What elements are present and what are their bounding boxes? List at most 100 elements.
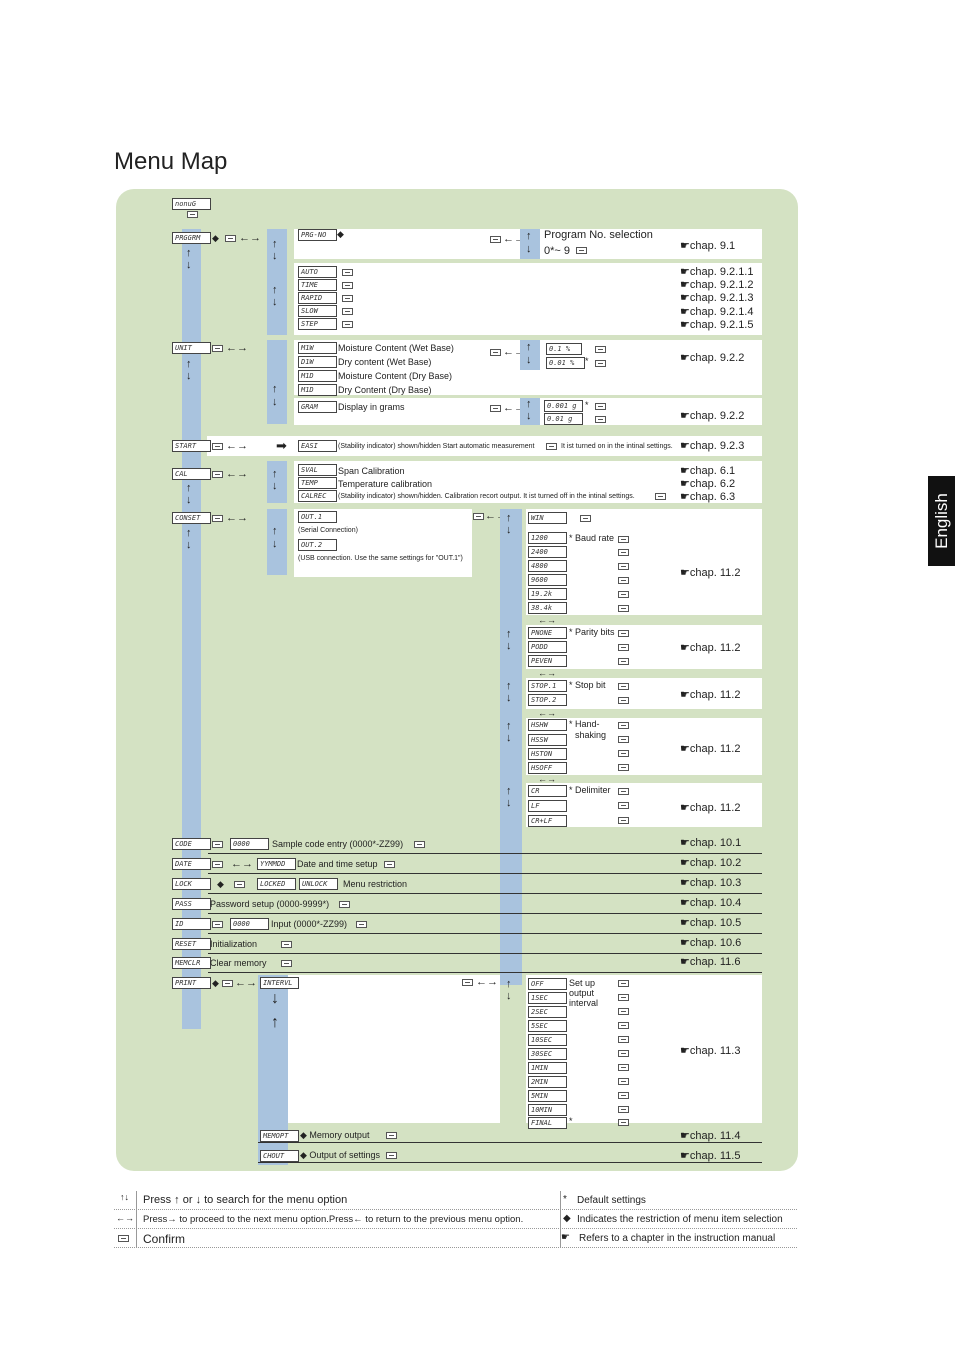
grams-label: Display in grams bbox=[338, 402, 405, 412]
enter-key-icon bbox=[118, 1235, 129, 1242]
cal-subcolumn bbox=[267, 461, 287, 503]
down-arrow-icon: ↓ bbox=[272, 296, 278, 308]
row-separator bbox=[208, 853, 762, 854]
chap-ref: ☛chap. 9.2.1.4 bbox=[680, 306, 754, 318]
lcd-crlf: CR+LF bbox=[528, 815, 567, 827]
enter-key-icon bbox=[595, 360, 606, 367]
lcd-lf: LF bbox=[528, 800, 567, 812]
up-arrow-icon: ↑ bbox=[186, 358, 192, 370]
down-arrow-icon: ↓ bbox=[272, 396, 278, 408]
lcd-pnone: PNONE bbox=[528, 627, 567, 639]
enter-key-icon bbox=[618, 1078, 629, 1085]
datetime-label: Date and time setup bbox=[297, 859, 378, 869]
enter-key-icon bbox=[212, 841, 223, 848]
chap-ref: ☛chap. 11.2 bbox=[680, 689, 741, 701]
down-arrow-icon: ↓ bbox=[272, 538, 278, 550]
dry-wet-label: Dry content (Wet Base) bbox=[338, 357, 432, 367]
lcd-lock: LOCK bbox=[172, 878, 211, 890]
enter-key-icon bbox=[386, 1152, 397, 1159]
lcd-g0001: 0.001 g bbox=[544, 400, 583, 412]
enter-key-icon bbox=[490, 405, 501, 412]
row-separator bbox=[208, 873, 762, 874]
enter-key-icon bbox=[281, 960, 292, 967]
init-label: Initialization bbox=[210, 939, 258, 949]
chap-ref: ☛chap. 9.2.3 bbox=[680, 440, 745, 452]
star-icon: * bbox=[563, 1194, 567, 1205]
enter-key-icon bbox=[618, 591, 629, 598]
left-right-arrow-icon: ←→ bbox=[538, 615, 556, 625]
down-arrow-icon: ↓ bbox=[526, 354, 532, 366]
enter-key-icon bbox=[546, 443, 557, 450]
down-arrow-icon: ↓ bbox=[506, 640, 512, 652]
enter-key-icon bbox=[222, 980, 233, 987]
enter-key-icon bbox=[595, 346, 606, 353]
left-right-arrow-icon: ←→ bbox=[538, 668, 556, 678]
gram-arrow-column bbox=[520, 398, 540, 425]
chap-ref: ☛chap. 11.2 bbox=[680, 642, 741, 654]
up-arrow-icon: ↑ bbox=[186, 527, 192, 539]
down-arrow-icon: ↓ bbox=[272, 250, 278, 262]
lcd-final: FINAL bbox=[528, 1117, 567, 1129]
enter-key-icon bbox=[618, 750, 629, 757]
enter-key-icon bbox=[212, 345, 223, 352]
lcd-id: ID bbox=[172, 918, 211, 930]
enter-key-icon bbox=[618, 980, 629, 987]
legend-default: Default settings bbox=[577, 1195, 646, 1206]
lcd-stop2: STOP.2 bbox=[528, 694, 567, 706]
chap-ref: ☛chap. 10.4 bbox=[680, 897, 742, 909]
left-right-arrow-icon: ←→ bbox=[226, 512, 248, 524]
down-arrow-icon: ↓ bbox=[186, 539, 192, 551]
diamond-icon: ◆ bbox=[337, 229, 344, 239]
lcd-out2: OUT.2 bbox=[298, 539, 337, 551]
lcd-rapid: RAPID bbox=[298, 292, 337, 304]
start-panel bbox=[207, 436, 762, 456]
lcd-p001: 0.01 % bbox=[546, 357, 585, 369]
enter-key-icon bbox=[618, 683, 629, 690]
up-arrow-icon: ↑ bbox=[526, 230, 532, 242]
lcd-stop1: STOP.1 bbox=[528, 680, 567, 692]
chap-ref: ☛chap. 9.2.1.2 bbox=[680, 279, 754, 291]
percent-arrow-column bbox=[520, 340, 540, 370]
lcd-unit: UNIT bbox=[172, 342, 211, 354]
diamond-icon: ◆ bbox=[212, 978, 219, 988]
lcd-code-val: 0000 bbox=[230, 838, 269, 850]
enter-key-icon bbox=[618, 1036, 629, 1043]
lcd-cr: CR bbox=[528, 785, 567, 797]
enter-key-icon bbox=[356, 921, 367, 928]
row-separator bbox=[208, 893, 762, 894]
enter-key-icon bbox=[386, 1132, 397, 1139]
enter-key-icon bbox=[618, 1064, 629, 1071]
chap-ref: ☛chap. 10.6 bbox=[680, 937, 742, 949]
legend-restrict: Indicates the restriction of menu item s… bbox=[577, 1214, 783, 1225]
left-right-arrow-icon: ←→ bbox=[231, 858, 253, 870]
legend-divider bbox=[136, 1191, 137, 1247]
lcd-s1: 1SEC bbox=[528, 992, 567, 1004]
prog-arrow-column bbox=[520, 229, 540, 259]
lcd-m1: M1W bbox=[298, 342, 337, 354]
left-right-arrow-icon: ←→ bbox=[503, 402, 525, 414]
clear-label: Clear memory bbox=[210, 958, 267, 968]
delimiter-label: * Delimiter bbox=[569, 785, 611, 795]
down-arrow-icon: ↓ bbox=[526, 243, 532, 255]
lcd-step: STEP bbox=[298, 318, 337, 330]
parity-label: * Parity bits bbox=[569, 627, 615, 637]
left-right-arrow-icon: ←→ bbox=[226, 468, 248, 480]
chap-ref: ☛chap. 11.2 bbox=[680, 743, 741, 755]
diamond-icon: ◆ bbox=[563, 1213, 571, 1224]
lcd-g001: 0.01 g bbox=[544, 413, 583, 425]
down-arrow-icon: ↓ bbox=[506, 732, 512, 744]
lcd-conset: CONSET bbox=[172, 512, 211, 524]
stopbit-label: * Stop bit bbox=[569, 680, 606, 690]
main-menu-column bbox=[182, 229, 201, 1029]
sample-code-label: Sample code entry (0000*-ZZ99) bbox=[272, 839, 404, 849]
enter-key-icon bbox=[580, 515, 591, 522]
lcd-hssw: HSSW bbox=[528, 734, 567, 746]
enter-key-icon bbox=[618, 736, 629, 743]
enter-key-icon bbox=[618, 764, 629, 771]
lcd-east: EASI bbox=[298, 440, 337, 452]
enter-key-icon bbox=[618, 1050, 629, 1057]
chap-ref: ☛chap. 11.2 bbox=[680, 802, 741, 814]
up-down-arrow-icon: ↑↓ bbox=[120, 1192, 129, 1202]
program-selection-label: Program No. selection bbox=[544, 229, 653, 241]
enter-key-icon bbox=[342, 282, 353, 289]
